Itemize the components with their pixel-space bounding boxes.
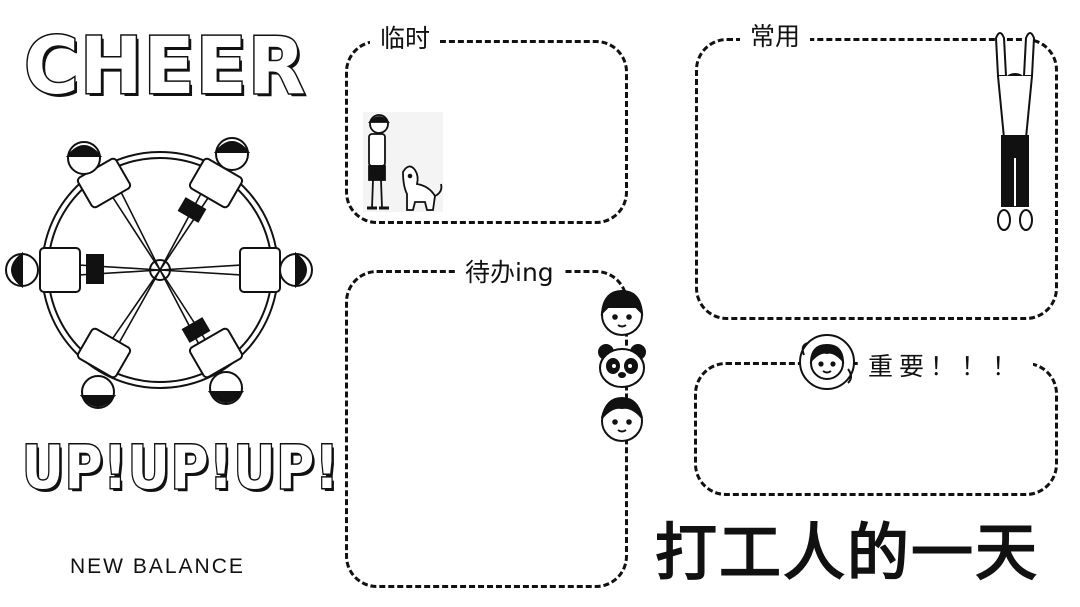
panda-face-icon (598, 344, 646, 388)
waving-girl-icon (799, 334, 855, 390)
common-panel[interactable] (695, 38, 1058, 320)
todo-panel-label: 待办ing (455, 258, 564, 288)
girl-face-icon (601, 396, 643, 442)
important-panel-label: 重要！！！ (858, 352, 1034, 382)
brand-text: NEW BALANCE (70, 555, 245, 578)
important-panel[interactable] (694, 362, 1058, 496)
common-panel-label: 常用 (740, 22, 811, 52)
people-circle-illustration (5, 137, 313, 409)
raised-hands-person-illustration (994, 32, 1036, 231)
todo-panel[interactable] (345, 270, 628, 588)
temporary-panel-label: 临时 (370, 24, 441, 54)
up-title: UP!UP!UP! (21, 433, 340, 503)
footer-title: 打工人的一天 (655, 516, 1040, 589)
boy-with-dog-illustration (363, 112, 443, 212)
boy-face-icon (600, 289, 644, 336)
temporary-panel[interactable] (345, 40, 628, 224)
cheer-title: CHEER (23, 22, 307, 112)
